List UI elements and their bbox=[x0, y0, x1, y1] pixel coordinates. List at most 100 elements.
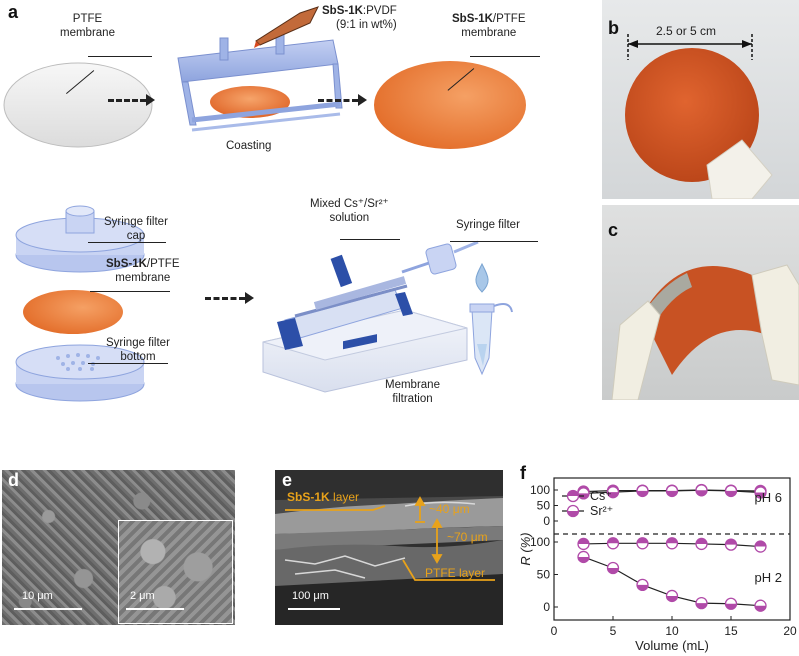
legend-marker bbox=[567, 511, 579, 517]
data-point bbox=[696, 490, 707, 496]
panel-label-b: b bbox=[608, 18, 619, 38]
y-tick-label: 100 bbox=[530, 483, 550, 497]
data-point bbox=[607, 492, 619, 498]
data-point bbox=[666, 595, 678, 602]
mid-membrane-label: SbS-1K/PTFE membrane bbox=[106, 258, 180, 284]
data-point bbox=[637, 537, 648, 544]
photo-b-membrane bbox=[602, 0, 799, 199]
photo-c-bent-membrane bbox=[602, 205, 799, 400]
arrow-3-head bbox=[245, 292, 254, 304]
x-tick-label: 10 bbox=[665, 624, 679, 638]
ptfe-leader-h bbox=[88, 56, 152, 58]
cap-leader bbox=[88, 242, 166, 244]
arrow-3 bbox=[205, 297, 245, 300]
data-point bbox=[607, 568, 619, 574]
droplet bbox=[475, 262, 489, 293]
thickness-2-label: ~70 μm bbox=[447, 530, 488, 544]
syringe-filter-bottom bbox=[15, 344, 145, 402]
y-tick-label: 0 bbox=[543, 600, 550, 614]
legend-label: Sr²⁺ bbox=[590, 504, 613, 518]
mixed-leader bbox=[340, 239, 400, 241]
sbs-layer-label: SbS-1K layer bbox=[287, 490, 360, 504]
legend-label: Cs⁺ bbox=[590, 489, 612, 503]
coater-device bbox=[177, 31, 343, 132]
data-point bbox=[755, 605, 766, 612]
arrow-1-head bbox=[146, 94, 155, 106]
syringe-filter-cap bbox=[15, 205, 145, 273]
y-tick-label: 100 bbox=[530, 535, 550, 549]
panel-label-d: d bbox=[8, 470, 19, 490]
arrow-1 bbox=[108, 99, 146, 102]
data-point bbox=[637, 584, 648, 591]
bottom-leader bbox=[88, 363, 168, 365]
sem-inset-d bbox=[118, 520, 233, 624]
x-tick-label: 15 bbox=[724, 624, 738, 638]
sbs-ptfe-membrane-disc bbox=[374, 61, 526, 149]
sbs-ptfe-leader-h bbox=[470, 56, 540, 58]
sbs-ptfe-label: SbS-1K/PTFE membrane bbox=[452, 13, 526, 39]
mixed-solution-label: Mixed Cs⁺/Sr²⁺solution bbox=[310, 198, 389, 224]
legend-marker bbox=[567, 490, 579, 496]
coasting-label: Coasting bbox=[226, 140, 272, 152]
y-axis-label: R (%) bbox=[518, 532, 533, 565]
ptfe-layer-label: PTFE layer bbox=[425, 566, 486, 580]
panel-label-a: a bbox=[8, 2, 19, 22]
collection-tube bbox=[469, 303, 513, 376]
scale-label-d-inset: 2 μm bbox=[130, 590, 155, 602]
photo-b-drawing bbox=[625, 34, 773, 199]
data-point bbox=[755, 541, 766, 547]
data-point bbox=[637, 490, 648, 497]
sem-image-d bbox=[2, 470, 235, 625]
sem-e-annotations bbox=[285, 496, 495, 581]
x-axis-label: Volume (mL) bbox=[635, 638, 709, 653]
data-point bbox=[607, 537, 619, 544]
scale-label-d-main: 10 μm bbox=[22, 590, 53, 602]
panel-label-e: e bbox=[282, 470, 293, 490]
arrow-2-head bbox=[358, 94, 367, 106]
panel-label-c: c bbox=[608, 220, 619, 240]
syringe-filter-attached bbox=[401, 240, 479, 275]
y-tick-label: 50 bbox=[537, 568, 551, 582]
x-tick-label: 5 bbox=[610, 624, 617, 638]
thickness-1-label: ~40 μm bbox=[429, 502, 470, 516]
mid-membrane-leader bbox=[90, 291, 170, 293]
syringe-filter-label: Syringe filter bbox=[456, 219, 520, 231]
y-tick-label: 0 bbox=[543, 514, 550, 528]
scale-label-e: 100 μm bbox=[292, 590, 329, 602]
data-point bbox=[755, 492, 766, 498]
pipette-tip bbox=[254, 6, 319, 48]
syringe-pump bbox=[262, 254, 468, 393]
data-point bbox=[725, 539, 737, 545]
x-tick-label: 0 bbox=[551, 624, 558, 638]
scale-bar-d-main bbox=[14, 608, 82, 610]
data-point bbox=[725, 603, 737, 610]
sbs-membrane-small bbox=[23, 290, 123, 334]
data-point bbox=[578, 538, 589, 544]
data-point bbox=[666, 490, 678, 497]
ink-label: SbS-1K:PVDF (9:1 in wt%) bbox=[322, 5, 397, 31]
photo-c-drawing bbox=[611, 264, 799, 400]
panel-condition-label: pH 2 bbox=[755, 570, 782, 585]
y-tick-label: 50 bbox=[537, 499, 551, 513]
data-point bbox=[666, 537, 678, 544]
ptfe-membrane-disc bbox=[3, 62, 153, 148]
data-point bbox=[696, 603, 707, 609]
syringe-filter-leader bbox=[450, 241, 538, 243]
data-point bbox=[578, 556, 589, 563]
data-point bbox=[696, 538, 707, 544]
x-tick-label: 20 bbox=[783, 624, 797, 638]
scale-bar-e bbox=[288, 608, 340, 610]
size-label: 2.5 or 5 cm bbox=[656, 24, 717, 38]
panel-condition-label: pH 6 bbox=[755, 490, 782, 505]
scale-bar-d-inset bbox=[126, 608, 184, 610]
data-point bbox=[725, 490, 737, 497]
panel-label-f: f bbox=[520, 463, 526, 483]
sem-image-e bbox=[275, 470, 503, 625]
sem-e-drawing bbox=[275, 496, 503, 625]
arrow-2 bbox=[318, 99, 358, 102]
